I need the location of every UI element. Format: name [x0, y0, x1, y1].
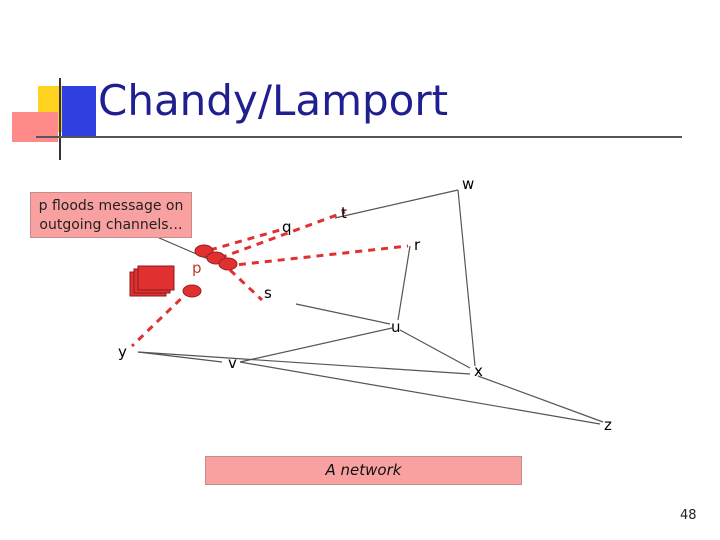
- edge-s-u: [295, 303, 391, 325]
- callout-line-2: outgoing channels…: [39, 217, 183, 233]
- node-v-label: v: [228, 354, 237, 372]
- decoration-blue-square: [62, 86, 96, 136]
- edge-y-x: [137, 351, 471, 375]
- flood-channel-p-t: [219, 210, 346, 260]
- page-number: 48: [680, 508, 697, 523]
- edge-t-w: [334, 189, 459, 219]
- node-u-label: u: [391, 318, 401, 336]
- title-rule: [36, 136, 682, 138]
- node-t-label: t: [341, 204, 347, 222]
- slide-title: Chandy/Lamport: [98, 76, 449, 125]
- node-z-label: z: [604, 416, 612, 434]
- edge-v-z: [239, 361, 601, 425]
- node-s-label: s: [264, 284, 272, 302]
- callout-line-1: p floods message on: [38, 198, 184, 214]
- node-r-label: r: [414, 236, 421, 254]
- node-p-label: p: [192, 259, 202, 277]
- edge-x-z: [477, 375, 604, 423]
- edge-v-u: [239, 327, 393, 363]
- flood-channel-p-y: [130, 288, 192, 348]
- node-x-label: x: [474, 362, 483, 380]
- edge-w-x: [457, 189, 476, 367]
- edge-r-u: [397, 245, 411, 321]
- edge-u-x: [399, 329, 471, 369]
- node-q-label: q: [282, 218, 292, 236]
- flood-channel-p-r: [225, 244, 409, 268]
- node-y-label: y: [118, 343, 127, 361]
- edge-y-v: [137, 351, 223, 363]
- node-w-label: w: [462, 175, 475, 193]
- diagram-caption: A network: [205, 456, 522, 485]
- callout-box: p floods message on outgoing channels…: [30, 192, 192, 238]
- process-page: [137, 265, 175, 291]
- flood-channel-p-s: [228, 268, 264, 302]
- message-marker: [218, 257, 238, 271]
- message-marker: [182, 284, 202, 298]
